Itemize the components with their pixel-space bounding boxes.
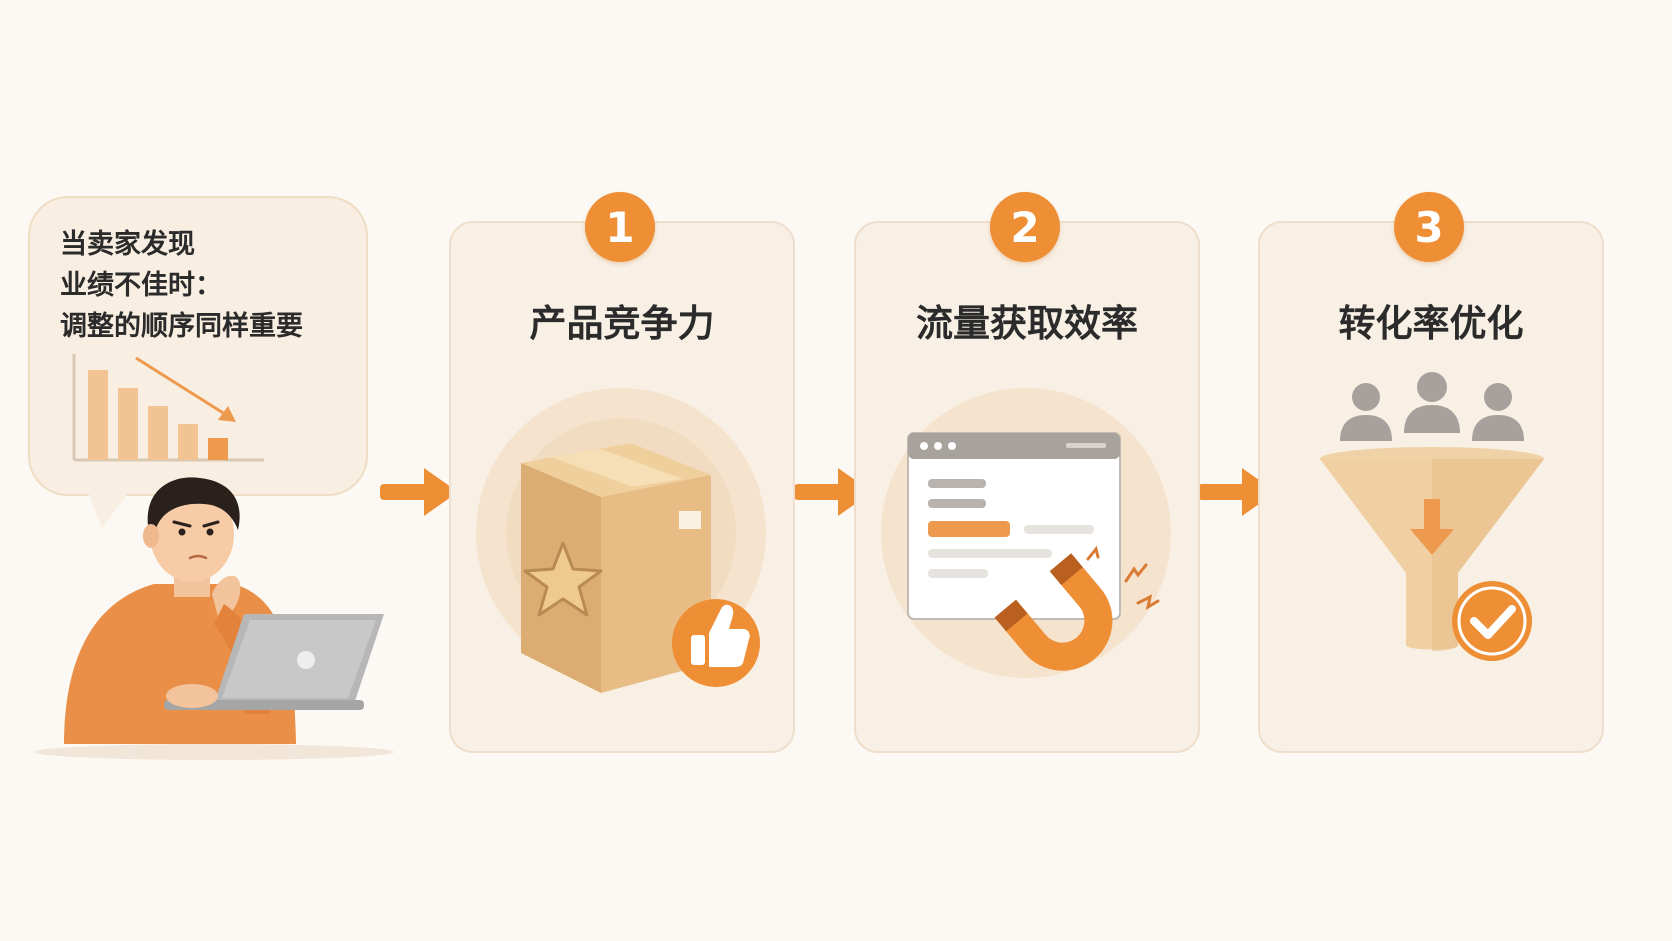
step-title: 转化率优化 [1338, 302, 1524, 345]
intro-line-2: 业绩不佳时： [60, 270, 222, 301]
step-badge-2: 2 [990, 192, 1060, 262]
intro-line-1: 当卖家发现 [60, 229, 195, 260]
traffic-magnet-icon [881, 388, 1171, 678]
product-box-icon [476, 388, 766, 693]
speech-bubble-tail [86, 488, 132, 528]
step-card-conversion: 转化率优化 [1258, 221, 1604, 753]
step-badge-1: 1 [585, 192, 655, 262]
step-card-product: 产品竞争力 [449, 221, 795, 753]
step-title: 产品竞争力 [529, 302, 715, 345]
conversion-funnel-icon [1320, 372, 1544, 661]
thinking-seller-icon [34, 477, 394, 760]
step-card-traffic: 流量获取效率 [854, 221, 1200, 753]
intro-line-3: 调整的顺序同样重要 [60, 311, 303, 342]
intro-text: 当卖家发现 业绩不佳时： 调整的顺序同样重要 [60, 224, 303, 347]
declining-bar-chart-icon [72, 354, 264, 462]
speech-bubble: 当卖家发现 业绩不佳时： 调整的顺序同样重要 [28, 196, 368, 496]
arrow-right-icon [380, 468, 458, 516]
step-badge-3: 3 [1394, 192, 1464, 262]
step-title: 流量获取效率 [916, 302, 1138, 345]
